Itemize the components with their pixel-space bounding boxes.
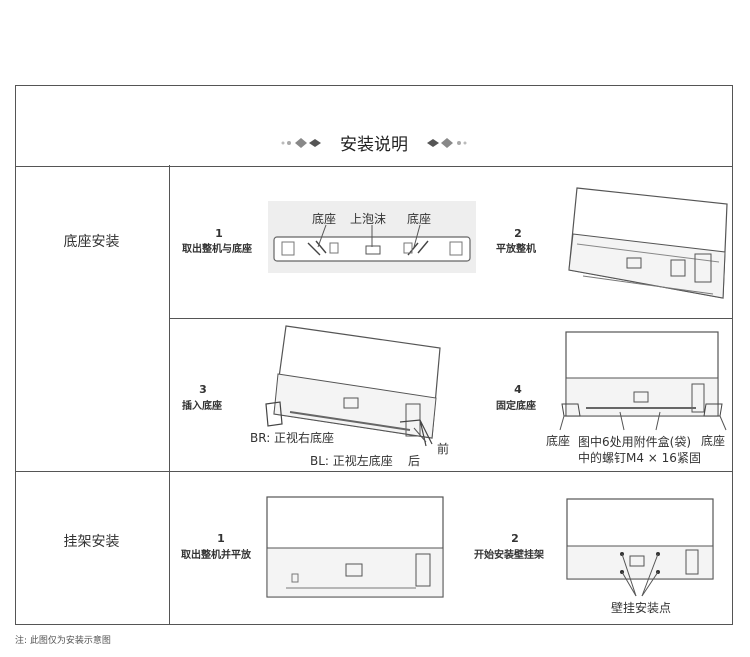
- caption-base-left: 底座: [546, 434, 571, 448]
- tv-lying-flat-figure: [568, 187, 728, 299]
- step-number: 1: [215, 227, 223, 240]
- step-text: 取出整机并平放: [181, 550, 251, 561]
- title-row: 安装说明: [16, 86, 732, 167]
- caption-back: 后: [408, 454, 421, 468]
- footnote: 注: 此图仅为安装示意图: [15, 636, 111, 646]
- step-number: 4: [514, 383, 522, 396]
- caption-base-left-view: BL: 正视左底座: [310, 454, 393, 468]
- caption-base-right: 底座: [407, 212, 432, 226]
- caption-front: 前: [437, 442, 450, 456]
- section-label-base: 底座安装: [63, 234, 120, 250]
- step-number: 2: [514, 227, 522, 240]
- right-ornament-icon: [427, 137, 467, 148]
- fix-base-figure: [559, 331, 727, 431]
- section-label-wall: 挂架安装: [63, 534, 120, 550]
- caption-base-right-view: BR: 正视右底座: [250, 431, 335, 445]
- caption-top-foam: 上泡沫: [350, 212, 387, 226]
- divider: [169, 165, 170, 625]
- insert-base-figure: [265, 325, 441, 447]
- title-block: 安装说明: [16, 130, 732, 155]
- divider: [15, 471, 733, 472]
- instructions-table: 安装说明: [15, 85, 733, 625]
- caption-screw-line2: 中的螺钉M4 × 16紧固: [578, 451, 701, 465]
- step-number: 1: [217, 532, 225, 545]
- caption-screw-line1: 图中6处用附件盒(袋): [578, 435, 691, 449]
- step-number: 2: [511, 532, 519, 545]
- unboxing-figure: [268, 201, 476, 273]
- caption-mount-points: 壁挂安装点: [611, 601, 672, 615]
- step-text: 固定底座: [496, 401, 536, 412]
- divider: [169, 318, 733, 319]
- wall-mount-figure: [566, 498, 714, 597]
- caption-base-right: 底座: [701, 434, 726, 448]
- step-text: 插入底座: [182, 401, 222, 412]
- step-number: 3: [199, 383, 207, 396]
- step-text: 平放整机: [496, 244, 536, 255]
- caption-base-left: 底座: [312, 212, 337, 226]
- page-title: 安装说明: [340, 135, 408, 155]
- tv-flat-wall-figure: [266, 496, 444, 598]
- step-text: 开始安装壁挂架: [474, 550, 544, 561]
- left-ornament-icon: [281, 137, 321, 148]
- step-text: 取出整机与底座: [182, 244, 252, 255]
